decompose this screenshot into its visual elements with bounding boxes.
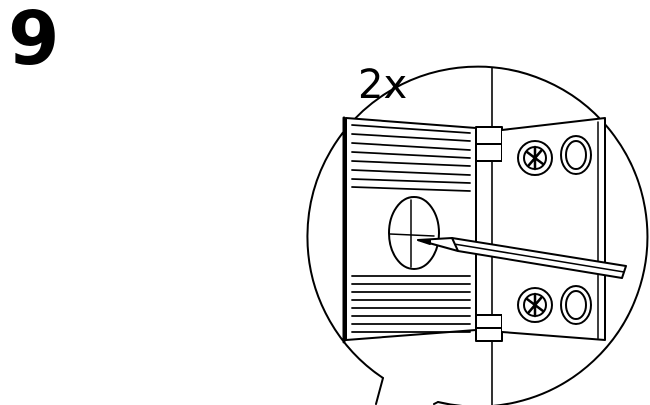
hinge-tab-bottom: [475, 314, 503, 342]
bracket-icon: [342, 116, 477, 344]
mounting-hole: [388, 196, 440, 270]
hinge-tab-top: [475, 126, 503, 162]
screw-hole-top: [560, 135, 592, 175]
pencil-icon: [417, 237, 627, 279]
screw-icon: [517, 140, 553, 176]
step-number: 9: [8, 0, 60, 82]
crosshair-horizontal: [389, 233, 435, 237]
quantity-label: 2x: [358, 62, 407, 108]
screw-hole-bottom: [560, 285, 592, 325]
leader-line-left: [375, 377, 384, 405]
screw-icon: [517, 287, 553, 323]
vent-slots-bottom: [351, 275, 471, 333]
leader-line-right: [433, 401, 439, 405]
zoom-circle-outline: [306, 65, 649, 405]
vent-slots-top: [351, 124, 471, 192]
